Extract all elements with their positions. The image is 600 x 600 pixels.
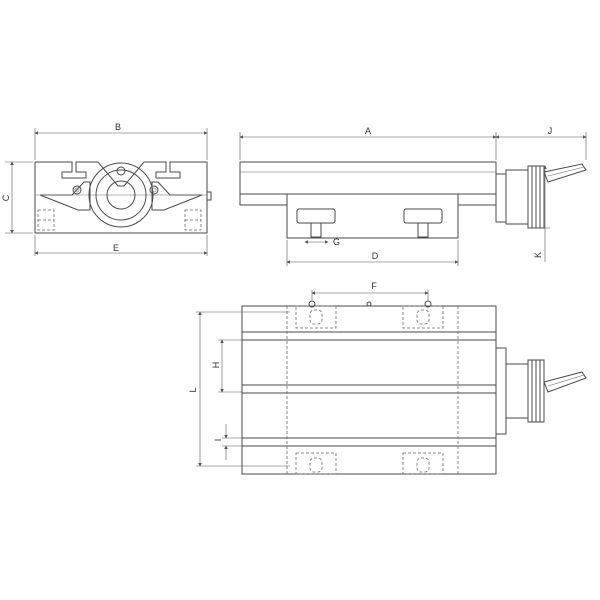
top-view-ring-2	[531, 359, 537, 423]
side-view-ring-2	[531, 165, 537, 229]
front-view-screw-left-inner	[74, 187, 80, 193]
dimension-c: C	[1, 161, 33, 234]
front-view-boss-mid	[95, 169, 147, 221]
side-view-collar	[505, 169, 529, 225]
side-view-ring-4	[539, 165, 545, 229]
front-view-jaw-right	[151, 181, 203, 211]
dimension-d: D	[286, 240, 459, 266]
top-view-slot-top-left	[309, 309, 323, 325]
top-view-ring-3	[535, 359, 541, 423]
side-view	[239, 161, 587, 239]
dimension-g: G	[304, 237, 340, 247]
top-view-screw-left	[308, 300, 316, 308]
dimension-l: L	[188, 311, 290, 467]
top-view-screw-center	[366, 301, 372, 307]
dimension-label-e: E	[113, 243, 119, 253]
dimension-e: E	[34, 235, 208, 256]
front-view	[34, 161, 212, 234]
dimension-label-b: B	[115, 122, 121, 132]
top-view-collar	[505, 363, 529, 419]
top-view-housing	[495, 347, 507, 435]
top-view-pocket-top-right	[402, 305, 444, 329]
dimension-k: K	[528, 165, 550, 262]
top-view-ring-4	[539, 359, 545, 423]
top-view-slot-top-right	[416, 309, 430, 325]
side-view-ring-1	[527, 165, 533, 229]
dimension-i: I	[213, 424, 242, 460]
side-view-nut-right	[403, 208, 443, 224]
front-view-boss-inner	[106, 180, 136, 210]
top-view-pocket-bottom-right	[402, 452, 444, 475]
dimension-label-a: A	[365, 126, 371, 136]
dimension-h: H	[211, 339, 242, 393]
front-view-boss-outer	[88, 162, 154, 228]
dimension-j: J	[495, 126, 587, 160]
dimension-label-c: C	[1, 194, 11, 201]
front-view-side-knob	[206, 191, 212, 201]
dimension-label-i: I	[213, 439, 223, 442]
top-view-screw-right	[424, 300, 432, 308]
side-view-flange	[495, 173, 507, 223]
dimension-label-j: J	[548, 126, 553, 136]
dimension-label-f: F	[371, 281, 377, 291]
top-view-handle-center	[547, 374, 585, 387]
top-view-slot-bottom-right	[416, 457, 430, 473]
front-view-screw-right-inner	[151, 187, 157, 193]
dimension-b: B	[34, 122, 208, 160]
top-view-ring-1	[527, 359, 533, 423]
side-view-table	[239, 161, 497, 195]
front-view-top-screw	[116, 166, 126, 176]
front-view-screw-left	[72, 185, 82, 195]
side-view-stud-left	[310, 222, 322, 238]
dimension-label-g: G	[333, 237, 340, 247]
dimension-label-d: D	[372, 251, 379, 261]
front-view-screw-right	[149, 185, 159, 195]
dimension-label-h: H	[211, 362, 221, 369]
dimension-a: A	[239, 126, 497, 160]
dimension-f: F	[311, 281, 429, 300]
dimension-label-k: K	[533, 252, 543, 258]
dimension-label-l: L	[188, 387, 198, 392]
top-view-pocket-top-left	[295, 305, 337, 329]
side-view-base	[286, 193, 459, 239]
side-view-stud-right	[417, 222, 429, 238]
top-view-slot-bottom-left	[309, 457, 323, 473]
front-view-body	[34, 161, 208, 234]
side-view-right-step	[457, 194, 497, 206]
side-view-handle-center	[547, 166, 585, 177]
front-view-jaw-left	[39, 181, 91, 211]
top-view-pocket-bottom-left	[295, 452, 337, 475]
side-view-handle	[543, 163, 587, 183]
side-view-ring-3	[535, 165, 541, 229]
side-view-left-step	[239, 194, 288, 206]
side-view-nut-left	[296, 208, 336, 224]
top-view-handle	[543, 371, 587, 393]
top-view	[241, 300, 587, 475]
